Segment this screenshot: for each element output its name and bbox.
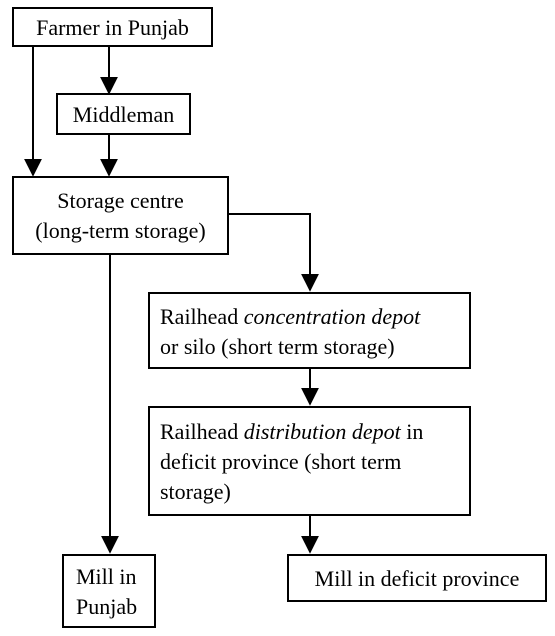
node-distribution-line3: storage): [160, 479, 231, 504]
node-mill-punjab: Mill in Punjab: [62, 554, 156, 628]
node-middleman: Middleman: [56, 93, 191, 135]
node-concentration-emph: concentration depot: [243, 304, 421, 329]
node-distribution-prefix: Railhead: [160, 419, 244, 444]
node-storage-line2: (long-term storage): [35, 218, 206, 243]
node-mill-deficit: Mill in deficit province: [287, 554, 547, 602]
node-middleman-label: Middleman: [72, 102, 175, 127]
node-farmer: Farmer in Punjab: [12, 7, 213, 47]
edge-storage-concentration: [228, 213, 319, 292]
node-concentration-depot: Railhead concentration depot or silo (sh…: [148, 292, 471, 369]
node-mill-deficit-label: Mill in deficit province: [314, 566, 520, 591]
node-distribution-depot: Railhead distribution depot in deficit p…: [148, 406, 471, 516]
node-storage-centre: Storage centre (long-term storage): [12, 176, 229, 255]
node-storage-line1: Storage centre: [57, 188, 184, 213]
node-concentration-prefix: Railhead: [160, 304, 244, 329]
node-farmer-label: Farmer in Punjab: [36, 15, 189, 40]
node-distribution-line2: deficit province (short term: [160, 449, 402, 474]
node-concentration-line2: or silo (short term storage): [160, 334, 395, 359]
node-distribution-emph: distribution depot: [243, 419, 401, 444]
node-mill-punjab-line2: Punjab: [76, 594, 138, 619]
node-distribution-suffix: in: [400, 419, 424, 444]
node-mill-punjab-line1: Mill in: [76, 564, 137, 589]
